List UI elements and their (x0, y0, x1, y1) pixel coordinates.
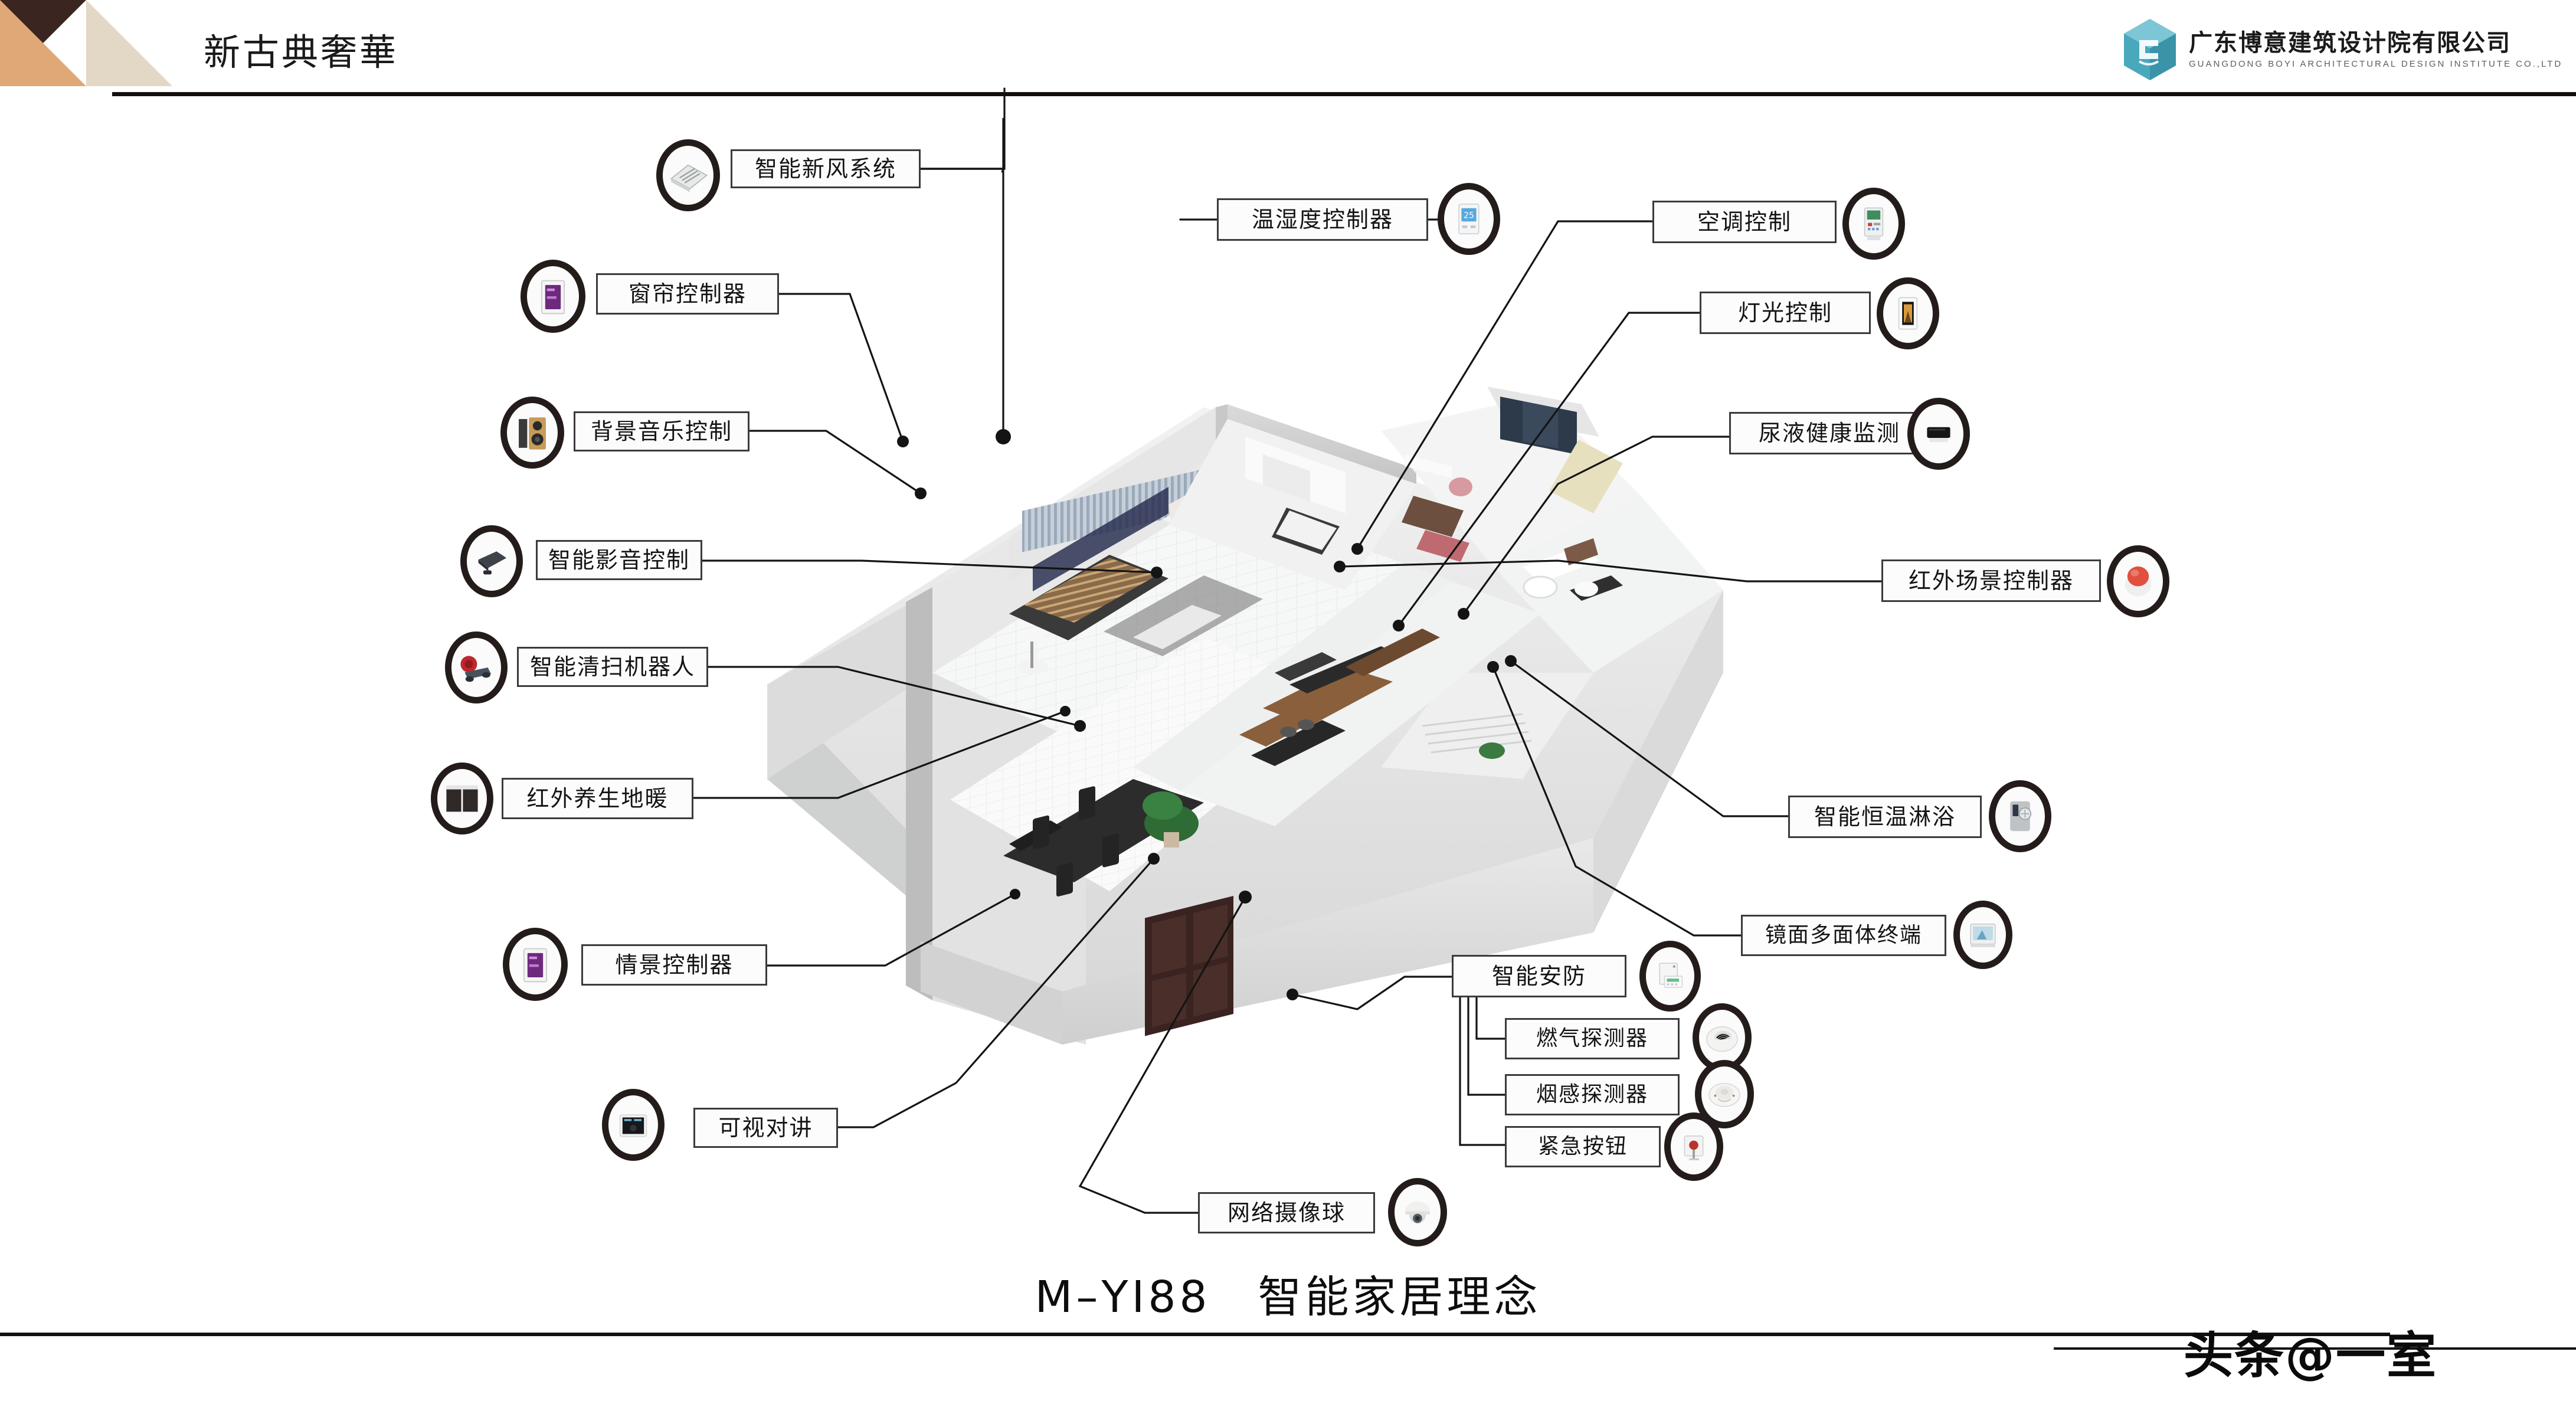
callout-icon-mirror-terminal[interactable] (1953, 901, 2012, 969)
company-name: 广东博意建筑设计院有限公司 (2189, 29, 2511, 57)
callout-label-floor-heating[interactable]: 红外养生地暖 (502, 778, 693, 819)
callout-icon-av-control[interactable] (460, 525, 523, 597)
callout-icon-ir-scene[interactable] (2107, 545, 2169, 617)
footer-title: M–YI88 智能家居理念 (1035, 1272, 1541, 1323)
callout-label-video-intercom[interactable]: 可视对讲 (693, 1108, 838, 1148)
callout-icon-floor-heating[interactable] (431, 763, 493, 835)
footer-divider (0, 1333, 2390, 1336)
header-divider (177, 92, 2576, 96)
heating-panel-icon (446, 785, 478, 812)
callout-icon-light-control[interactable] (1877, 277, 1939, 349)
callout-icon-urine-health[interactable] (1907, 398, 1970, 470)
watermark: 头条@一室 (2184, 1327, 2438, 1385)
callout-icon-scene-control[interactable] (503, 928, 568, 1001)
callout-label-vacuum-robot[interactable]: 智能清扫机器人 (517, 647, 708, 687)
air-vent-icon (670, 164, 708, 192)
callout-icon-vacuum-robot[interactable] (445, 631, 508, 703)
ac-controller-icon (1864, 207, 1884, 240)
svg-text:25: 25 (1464, 211, 1474, 221)
mirror-display-icon (1970, 924, 1996, 947)
floorplan-3d-render (755, 260, 1829, 1045)
thermostat-icon: 25 (1458, 203, 1480, 235)
robot-vacuum-icon (460, 656, 492, 682)
callout-label-smoke-detector[interactable]: 烟感探测器 (1505, 1074, 1680, 1115)
header-decor-triangle-beige (86, 0, 172, 86)
callout-label-background-music[interactable]: 背景音乐控制 (574, 411, 749, 451)
callout-label-ac-control[interactable]: 空调控制 (1652, 201, 1837, 243)
callout-icon-smoke-detector[interactable] (1695, 1060, 1754, 1128)
callout-label-gas-detector[interactable]: 燃气探测器 (1505, 1018, 1680, 1059)
callout-label-smart-shower[interactable]: 智能恒温淋浴 (1788, 796, 1982, 838)
callout-label-smart-security[interactable]: 智能安防 (1452, 955, 1626, 997)
emergency-button-icon (1684, 1135, 1704, 1160)
speaker-icon (519, 417, 546, 450)
callout-label-light-control[interactable]: 灯光控制 (1700, 292, 1871, 334)
wall-panel-purple-icon (541, 280, 565, 315)
callout-icon-video-intercom[interactable] (602, 1089, 665, 1161)
callout-icon-network-camera[interactable] (1388, 1178, 1447, 1246)
callout-label-emergency-button[interactable]: 紧急按钮 (1505, 1126, 1661, 1167)
callout-icon-temp-humidity[interactable]: 25 (1438, 183, 1500, 255)
alarm-host-icon (1659, 963, 1683, 988)
callout-icon-smart-shower[interactable] (1989, 780, 2051, 852)
header-decor-triangle-orange (0, 0, 86, 86)
header-rule-notch (112, 92, 177, 96)
wall-panel-purple-icon (523, 948, 548, 983)
intercom-screen-icon (619, 1114, 647, 1137)
callout-label-fresh-air[interactable]: 智能新风系统 (731, 149, 921, 188)
page-title: 新古典奢華 (204, 31, 399, 74)
callout-icon-emergency-button[interactable] (1664, 1112, 1723, 1181)
callout-icon-curtain[interactable] (521, 260, 585, 333)
light-panel-icon (1898, 297, 1918, 330)
shower-panel-icon (2010, 801, 2032, 832)
callout-icon-ac-control[interactable] (1842, 188, 1905, 260)
gas-detector-icon (1706, 1026, 1738, 1052)
callout-icon-smart-security[interactable] (1639, 941, 1701, 1012)
callout-label-curtain[interactable]: 窗帘控制器 (596, 273, 779, 315)
callout-label-temp-humidity[interactable]: 温湿度控制器 (1217, 198, 1428, 241)
callout-icon-background-music[interactable] (500, 397, 564, 469)
dome-camera-icon (1405, 1201, 1430, 1224)
health-monitor-icon (1927, 427, 1950, 442)
callout-label-mirror-terminal[interactable]: 镜面多面体终端 (1741, 915, 1946, 956)
company-name-pinyin: GUANGDONG BOYI ARCHITECTURAL DESIGN INST… (2189, 58, 2563, 69)
smoke-detector-icon (1708, 1083, 1740, 1107)
callout-label-urine-health[interactable]: 尿液健康监测 (1729, 412, 1930, 454)
callout-label-av-control[interactable]: 智能影音控制 (536, 540, 702, 580)
callout-label-network-camera[interactable]: 网络摄像球 (1198, 1192, 1375, 1233)
company-logo: 广东博意建筑设计院有限公司 GUANGDONG BOYI ARCHITECTUR… (2122, 18, 2562, 81)
watermark-rule (2054, 1347, 2576, 1350)
red-button-icon (2125, 566, 2152, 597)
callout-label-scene-control[interactable]: 情景控制器 (581, 944, 767, 986)
cube-logo-icon (2122, 18, 2178, 81)
callout-icon-fresh-air[interactable] (656, 139, 720, 211)
av-remote-icon (478, 551, 507, 575)
callout-label-ir-scene[interactable]: 红外场景控制器 (1881, 559, 2101, 602)
